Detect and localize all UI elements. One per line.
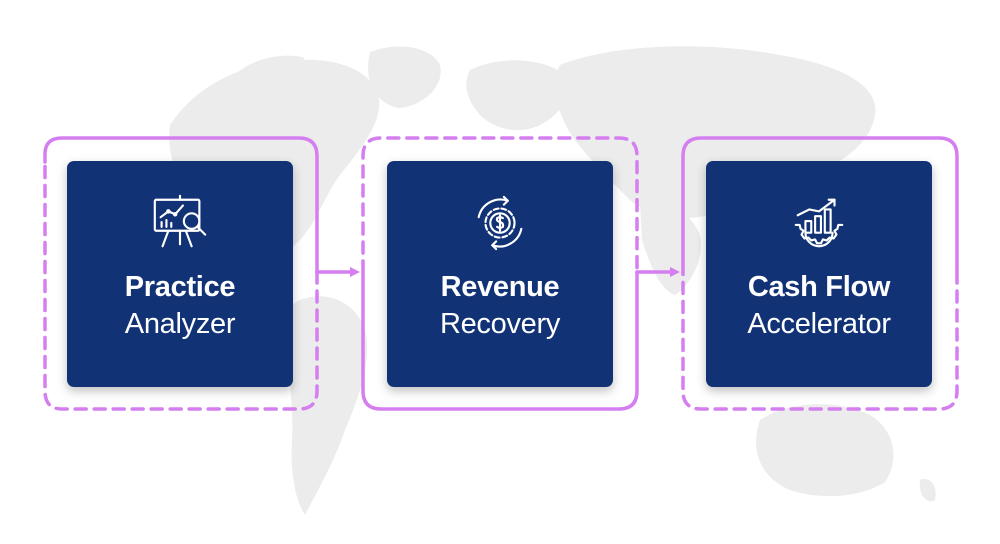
step-title: Practice (124, 271, 236, 303)
frame-1-dashed (43, 160, 319, 411)
step-subtitle: Recovery (439, 308, 561, 340)
frame-1-solid (43, 136, 319, 274)
frame-3-dashed (681, 270, 959, 411)
step-subtitle: Analyzer (124, 308, 236, 340)
frame-2-solid (361, 270, 639, 411)
step-title: Cash Flow (747, 271, 891, 303)
step-title: Revenue (440, 271, 560, 303)
step-subtitle: Accelerator (747, 308, 891, 340)
frame-2-dashed (361, 136, 639, 274)
presentation-chart-magnifier-icon (153, 194, 207, 248)
step-card-practice-analyzer: Practice Analyzer (67, 161, 293, 387)
frame-3-solid (681, 136, 959, 274)
step-card-revenue-recovery: Revenue Recovery (387, 161, 613, 387)
step-card-cash-flow-accelerator: Cash Flow Accelerator (706, 161, 932, 387)
dollar-gear-cycle-icon (477, 195, 523, 251)
growth-chart-gear-icon (794, 198, 844, 248)
